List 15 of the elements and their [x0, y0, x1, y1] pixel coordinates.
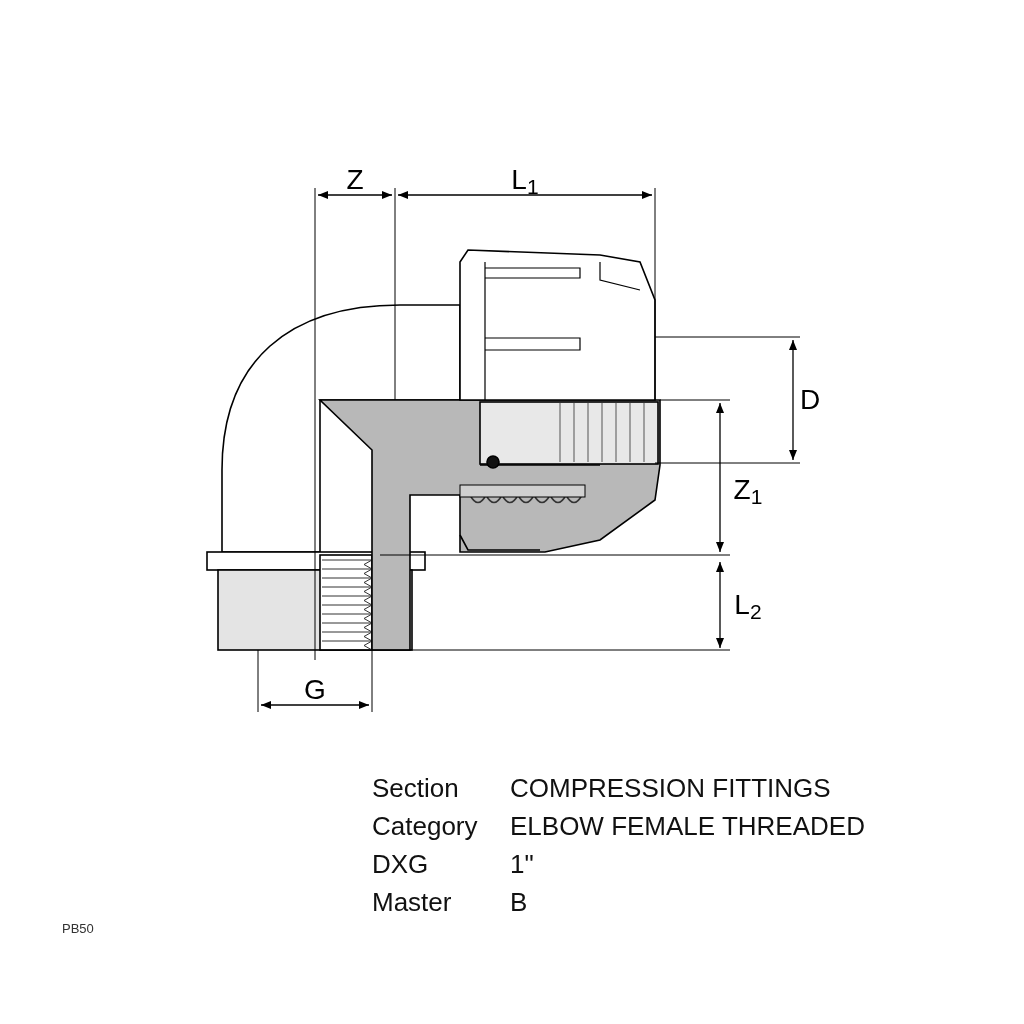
- product-code: PB50: [62, 922, 94, 935]
- spec-label: Master: [372, 886, 452, 919]
- dimension-label: Z$_{1}$: [733, 476, 763, 504]
- spec-value: COMPRESSION FITTINGS: [510, 772, 831, 805]
- spec-value: ELBOW FEMALE THREADED: [510, 810, 865, 843]
- spec-label: Category: [372, 810, 478, 843]
- spec-label: Section: [372, 772, 459, 805]
- spec-value: B: [510, 886, 528, 919]
- dimension-label: L$_{1}$: [511, 166, 539, 194]
- dimension-label: Z: [346, 166, 364, 194]
- dimension-label: G: [304, 676, 326, 704]
- dimension-label: D: [799, 386, 821, 414]
- dimension-label: L$_{2}$: [734, 591, 762, 619]
- spec-value: 1": [510, 848, 534, 881]
- spec-label: DXG: [372, 848, 429, 881]
